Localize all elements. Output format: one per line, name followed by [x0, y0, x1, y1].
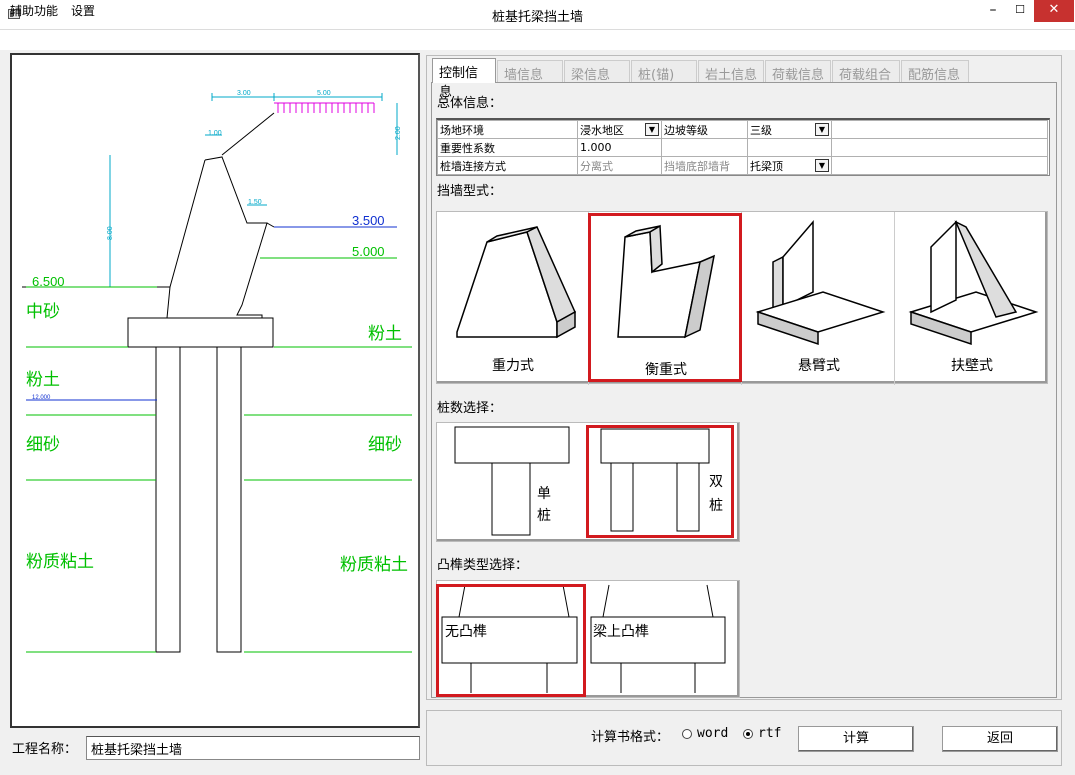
dropdown-arrow-icon[interactable]: ▼ — [815, 159, 829, 172]
retaining-wall-drawing: 3.00 5.00 1.00 1.50 8.00 2.00 3.500 5.00… — [22, 90, 412, 653]
dropdown-arrow-icon[interactable]: ▼ — [815, 123, 829, 136]
grid-label: 重要性系数 — [437, 138, 578, 157]
beam-cap — [127, 317, 274, 348]
pile-selection-frame — [586, 425, 734, 538]
soil-label: 粉土 — [26, 370, 60, 390]
wall-type-cantilever[interactable]: 悬臂式 — [743, 212, 895, 385]
connection-type-value: 分离式 — [577, 156, 662, 175]
gravity-wall-icon — [456, 225, 576, 339]
overall-info-grid: 场地环境 浸水地区▼ 边坡等级 三级▼ 重要性系数 1.000 桩墙连接方式 分… — [436, 118, 1050, 176]
soil-label: 细砂 — [26, 435, 60, 455]
radio-word[interactable] — [682, 729, 692, 739]
soil-label: 粉质粘土 — [26, 552, 94, 572]
project-name-label: 工程名称： — [12, 742, 78, 757]
no-tenon-icon — [441, 584, 578, 693]
pile-option-single[interactable]: 单 桩 — [437, 423, 587, 543]
cantilever-wall-icon — [755, 219, 886, 346]
maximize-button[interactable]: ☐ — [1015, 3, 1025, 16]
tab-pile-anchor[interactable]: 桩(锚) — [631, 60, 697, 83]
pile-option-double[interactable]: 双 桩 — [589, 423, 739, 543]
elevation-label: 5.000 — [352, 244, 385, 259]
tenon-type-panel: 无凸榫 梁上凸榫 — [436, 580, 740, 698]
title-bar — [0, 0, 1075, 30]
tenon-selection-frame — [436, 584, 586, 697]
elevation-label: 12.000 — [32, 395, 51, 401]
dim-label: 2.00 — [395, 126, 402, 140]
backfill-slope — [221, 112, 275, 156]
single-pile-icon — [454, 426, 570, 536]
importance-factor-input[interactable]: 1.000 — [577, 138, 662, 157]
menu-settings[interactable]: 设置 — [71, 4, 96, 18]
drawing-canvas[interactable]: 3.00 5.00 1.00 1.50 8.00 2.00 3.500 5.00… — [10, 53, 420, 728]
report-format-label: 计算书格式： — [591, 730, 670, 745]
tab-beam-info[interactable]: 梁信息 — [564, 60, 630, 83]
project-name-input[interactable]: 桩基托梁挡土墙 — [86, 736, 420, 760]
dim-label: 8.00 — [107, 226, 114, 240]
menu-bar — [0, 30, 1075, 50]
wall-type-buttress[interactable]: 扶壁式 — [896, 212, 1048, 385]
wall-bottom-select[interactable]: 托梁顶▼ — [747, 156, 832, 175]
minimize-button[interactable]: – — [989, 2, 997, 18]
beam-tenon-icon — [590, 584, 726, 693]
pile-left — [155, 346, 181, 653]
dim-label: 1.00 — [208, 130, 222, 137]
tab-geotech-info[interactable]: 岩土信息 — [698, 60, 764, 83]
section-wall-type: 挡墙型式： — [437, 184, 503, 199]
wall-type-gravity[interactable]: 重力式 — [437, 212, 589, 385]
footer-frame — [426, 710, 1062, 766]
app-icon — [8, 9, 20, 19]
wall-type-panel: 重力式 衡重式 悬臂式 — [436, 211, 1048, 385]
dropdown-arrow-icon[interactable]: ▼ — [645, 123, 659, 136]
site-env-select[interactable]: 浸水地区▼ — [577, 120, 662, 139]
section-overall: 总体信息： — [437, 96, 503, 111]
calculate-button[interactable]: 计算 — [798, 726, 914, 752]
menu-aux-functions[interactable]: 辅助功能 — [10, 4, 59, 18]
section-pile-count: 桩数选择： — [437, 401, 503, 416]
wall-type-counterweight[interactable]: 衡重式 — [590, 212, 742, 385]
grid-label: 桩墙连接方式 — [437, 156, 578, 175]
radio-word-label[interactable]: word — [697, 726, 729, 741]
tab-rebar-info[interactable]: 配筋信息 — [901, 60, 969, 83]
tenon-option-beam[interactable]: 梁上凸榫 — [589, 581, 739, 699]
counterweight-wall-icon — [617, 224, 715, 339]
dim-label: 3.00 — [237, 90, 251, 97]
soil-label: 粉质粘土 — [340, 555, 408, 575]
tab-load-combo[interactable]: 荷载组合 — [832, 60, 900, 83]
close-button[interactable]: ✕ — [1034, 0, 1074, 22]
pile-right — [216, 346, 242, 653]
tab-control-info[interactable]: 控制信息 — [432, 58, 496, 100]
slope-grade-select[interactable]: 三级▼ — [747, 120, 832, 139]
grid-label: 场地环境 — [437, 120, 578, 139]
window-title: 桩基托梁挡土墙 — [491, 10, 583, 25]
soil-label: 中砂 — [26, 302, 60, 322]
tab-wall-info[interactable]: 墙信息 — [497, 60, 563, 83]
dim-label: 1.50 — [248, 199, 262, 206]
tab-load-info[interactable]: 荷载信息 — [765, 60, 831, 83]
soil-label: 粉土 — [368, 324, 402, 344]
radio-rtf-label[interactable]: rtf — [758, 726, 782, 741]
radio-rtf[interactable] — [743, 729, 753, 739]
wall-type-selection-frame — [588, 213, 742, 382]
grid-label: 边坡等级 — [661, 120, 748, 139]
section-tenon-type: 凸榫类型选择： — [437, 558, 529, 573]
tenon-option-none[interactable]: 无凸榫 — [437, 581, 587, 699]
buttress-wall-icon — [908, 220, 1039, 346]
soil-label: 细砂 — [368, 435, 402, 455]
dim-label: 5.00 — [317, 90, 331, 97]
double-pile-icon — [600, 428, 710, 532]
return-button[interactable]: 返回 — [942, 726, 1058, 752]
wall-outline — [166, 156, 268, 319]
elevation-label: 3.500 — [352, 213, 385, 228]
grid-label: 挡墙底部墙背 — [661, 156, 748, 175]
elevation-label: 6.500 — [32, 274, 65, 289]
